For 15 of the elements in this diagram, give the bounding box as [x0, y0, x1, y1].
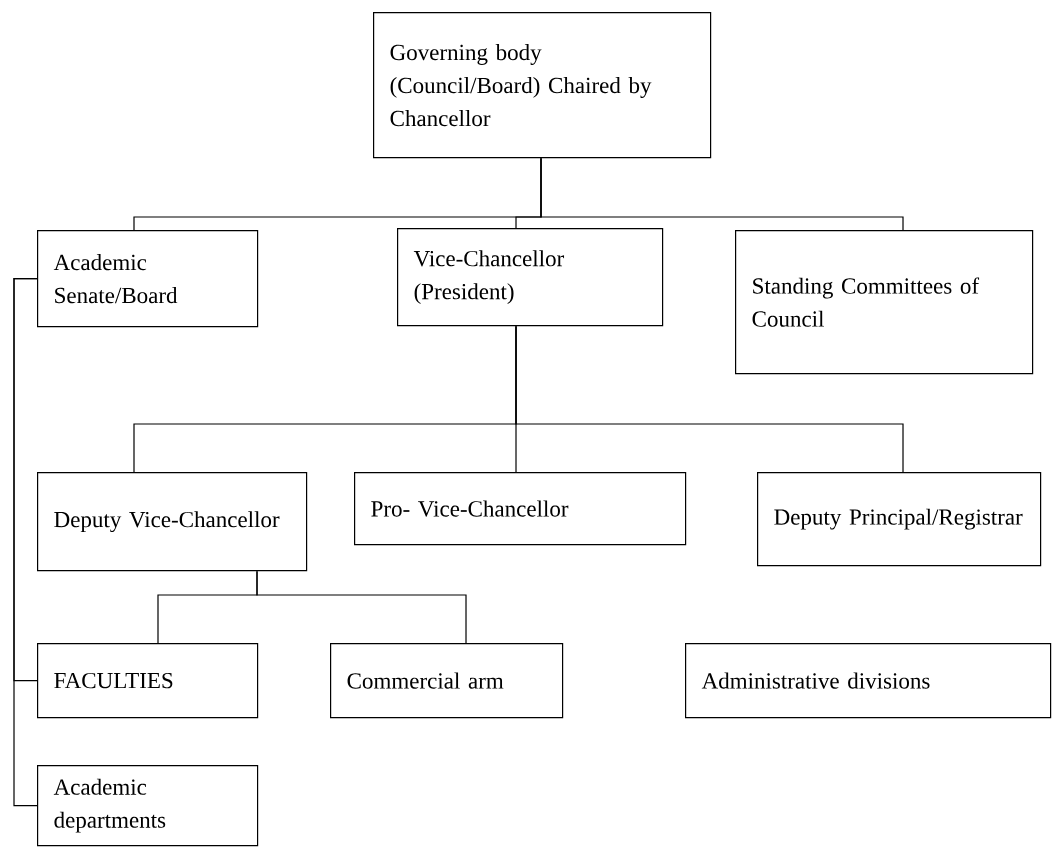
connector-line: [256, 570, 467, 644]
org-box: Deputy Principal/Registrar: [757, 472, 1042, 567]
connector-line: [515, 325, 904, 473]
org-box: Governing body (Council/Board) Chaired by Chancellor: [373, 12, 712, 159]
org-box: Vice-Chancellor (President): [397, 228, 664, 327]
org-box: Academic departments: [37, 765, 259, 847]
org-box: Pro- Vice-Chancellor: [354, 472, 687, 546]
org-box: Deputy Vice-Chancellor: [37, 472, 308, 572]
org-box: Administrative divisions: [685, 643, 1052, 719]
org-box: FACULTIES: [37, 643, 259, 719]
org-box: Standing Committees of Council: [735, 230, 1034, 375]
org-box: Academic Senate/Board: [37, 230, 259, 328]
connector-line: [540, 157, 904, 231]
connector-line: [13, 278, 38, 807]
org-box: Commercial arm: [330, 643, 564, 719]
